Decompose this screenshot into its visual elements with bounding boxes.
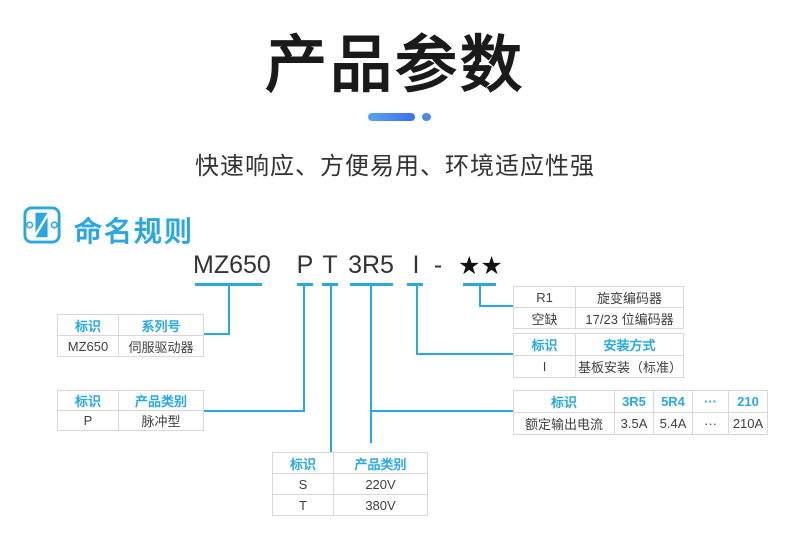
connector-mounting-horizontal [416, 353, 513, 355]
model-part-dash: - [433, 251, 443, 279]
table-header-cell: 安装方式 [575, 333, 684, 356]
table-cell: 380V [333, 494, 428, 516]
underline-current [350, 283, 393, 286]
table-cell: 210A [728, 412, 768, 435]
servo-drive-icon [23, 206, 61, 244]
table-cell: MZ650 [57, 335, 119, 357]
table-header-cell: 产品类别 [118, 390, 204, 411]
title-underline-dash [368, 113, 415, 121]
table-cell: 5.4A [653, 412, 693, 435]
table-cell: 17/23 位编码器 [575, 307, 684, 329]
connector-voltage-vertical [330, 286, 332, 452]
table-header-cell: 5R4 [653, 390, 693, 413]
series-table: 标识 系列号 MZ650 伺服驱动器 [57, 314, 204, 357]
rated-current-table: 标识 3R5 5R4 ··· 210 额定输出电流 3.5A 5.4A ··· … [513, 390, 768, 435]
table-cell: ··· [692, 412, 729, 435]
table-header-cell: 标识 [57, 390, 119, 411]
underline-mounting [407, 283, 423, 286]
table-header-cell: 系列号 [118, 314, 204, 336]
connector-product-type-vertical [303, 286, 305, 412]
model-part-product-type: P [296, 251, 314, 279]
table-cell: 220V [333, 473, 428, 495]
page-title: 产品参数 [264, 31, 525, 100]
page-subtitle: 快速响应、方便易用、环境适应性强 [195, 153, 595, 180]
table-header-cell: 标识 [513, 390, 615, 413]
model-part-mounting: I [412, 251, 420, 279]
underline-voltage [322, 283, 338, 286]
title-underline-dot [422, 113, 431, 121]
table-header-cell: 210 [728, 390, 768, 413]
connector-current-horizontal [370, 410, 513, 412]
table-cell: I [513, 355, 576, 378]
connector-encoder-horizontal [479, 305, 513, 307]
underline-product-type [297, 283, 313, 286]
table-cell: 额定输出电流 [513, 412, 615, 435]
table-cell: T [272, 494, 334, 516]
table-header-cell: ··· [692, 390, 729, 413]
connector-product-type-horizontal [203, 410, 305, 412]
connector-current-vertical [370, 286, 372, 443]
table-cell: R1 [513, 286, 576, 308]
table-header-cell: 标识 [272, 452, 334, 474]
table-header-cell: 标识 [57, 314, 119, 336]
table-header-cell: 3R5 [614, 390, 654, 413]
underline-encoder [463, 283, 496, 286]
encoder-table: R1 旋变编码器 空缺 17/23 位编码器 [513, 286, 684, 329]
connector-mounting-vertical [416, 286, 418, 355]
table-cell: 空缺 [513, 307, 576, 329]
table-header-cell: 产品类别 [333, 452, 428, 474]
table-cell: 基板安装（标准） [575, 355, 684, 378]
model-part-current: 3R5 [348, 251, 394, 279]
connector-series-vertical [228, 286, 230, 335]
table-cell: S [272, 473, 334, 495]
product-type-table: 标识 产品类别 P 脉冲型 [57, 390, 204, 431]
table-cell: 3.5A [614, 412, 654, 435]
table-header-cell: 标识 [513, 333, 576, 356]
table-cell: 旋变编码器 [575, 286, 684, 308]
table-cell: P [57, 410, 119, 431]
table-cell: 伺服驱动器 [118, 335, 204, 357]
underline-series [195, 283, 262, 286]
connector-encoder-vertical [479, 286, 481, 307]
connector-series-horizontal [203, 333, 230, 335]
section-title: 命名规则 [74, 216, 195, 247]
model-part-voltage: T [322, 251, 338, 279]
mounting-table: 标识 安装方式 I 基板安装（标准） [513, 333, 684, 378]
model-part-series: MZ650 [193, 251, 271, 279]
voltage-table: 标识 产品类别 S 220V T 380V [272, 452, 428, 516]
table-cell: 脉冲型 [118, 410, 204, 431]
model-part-encoder-stars: ★★ [458, 252, 503, 280]
